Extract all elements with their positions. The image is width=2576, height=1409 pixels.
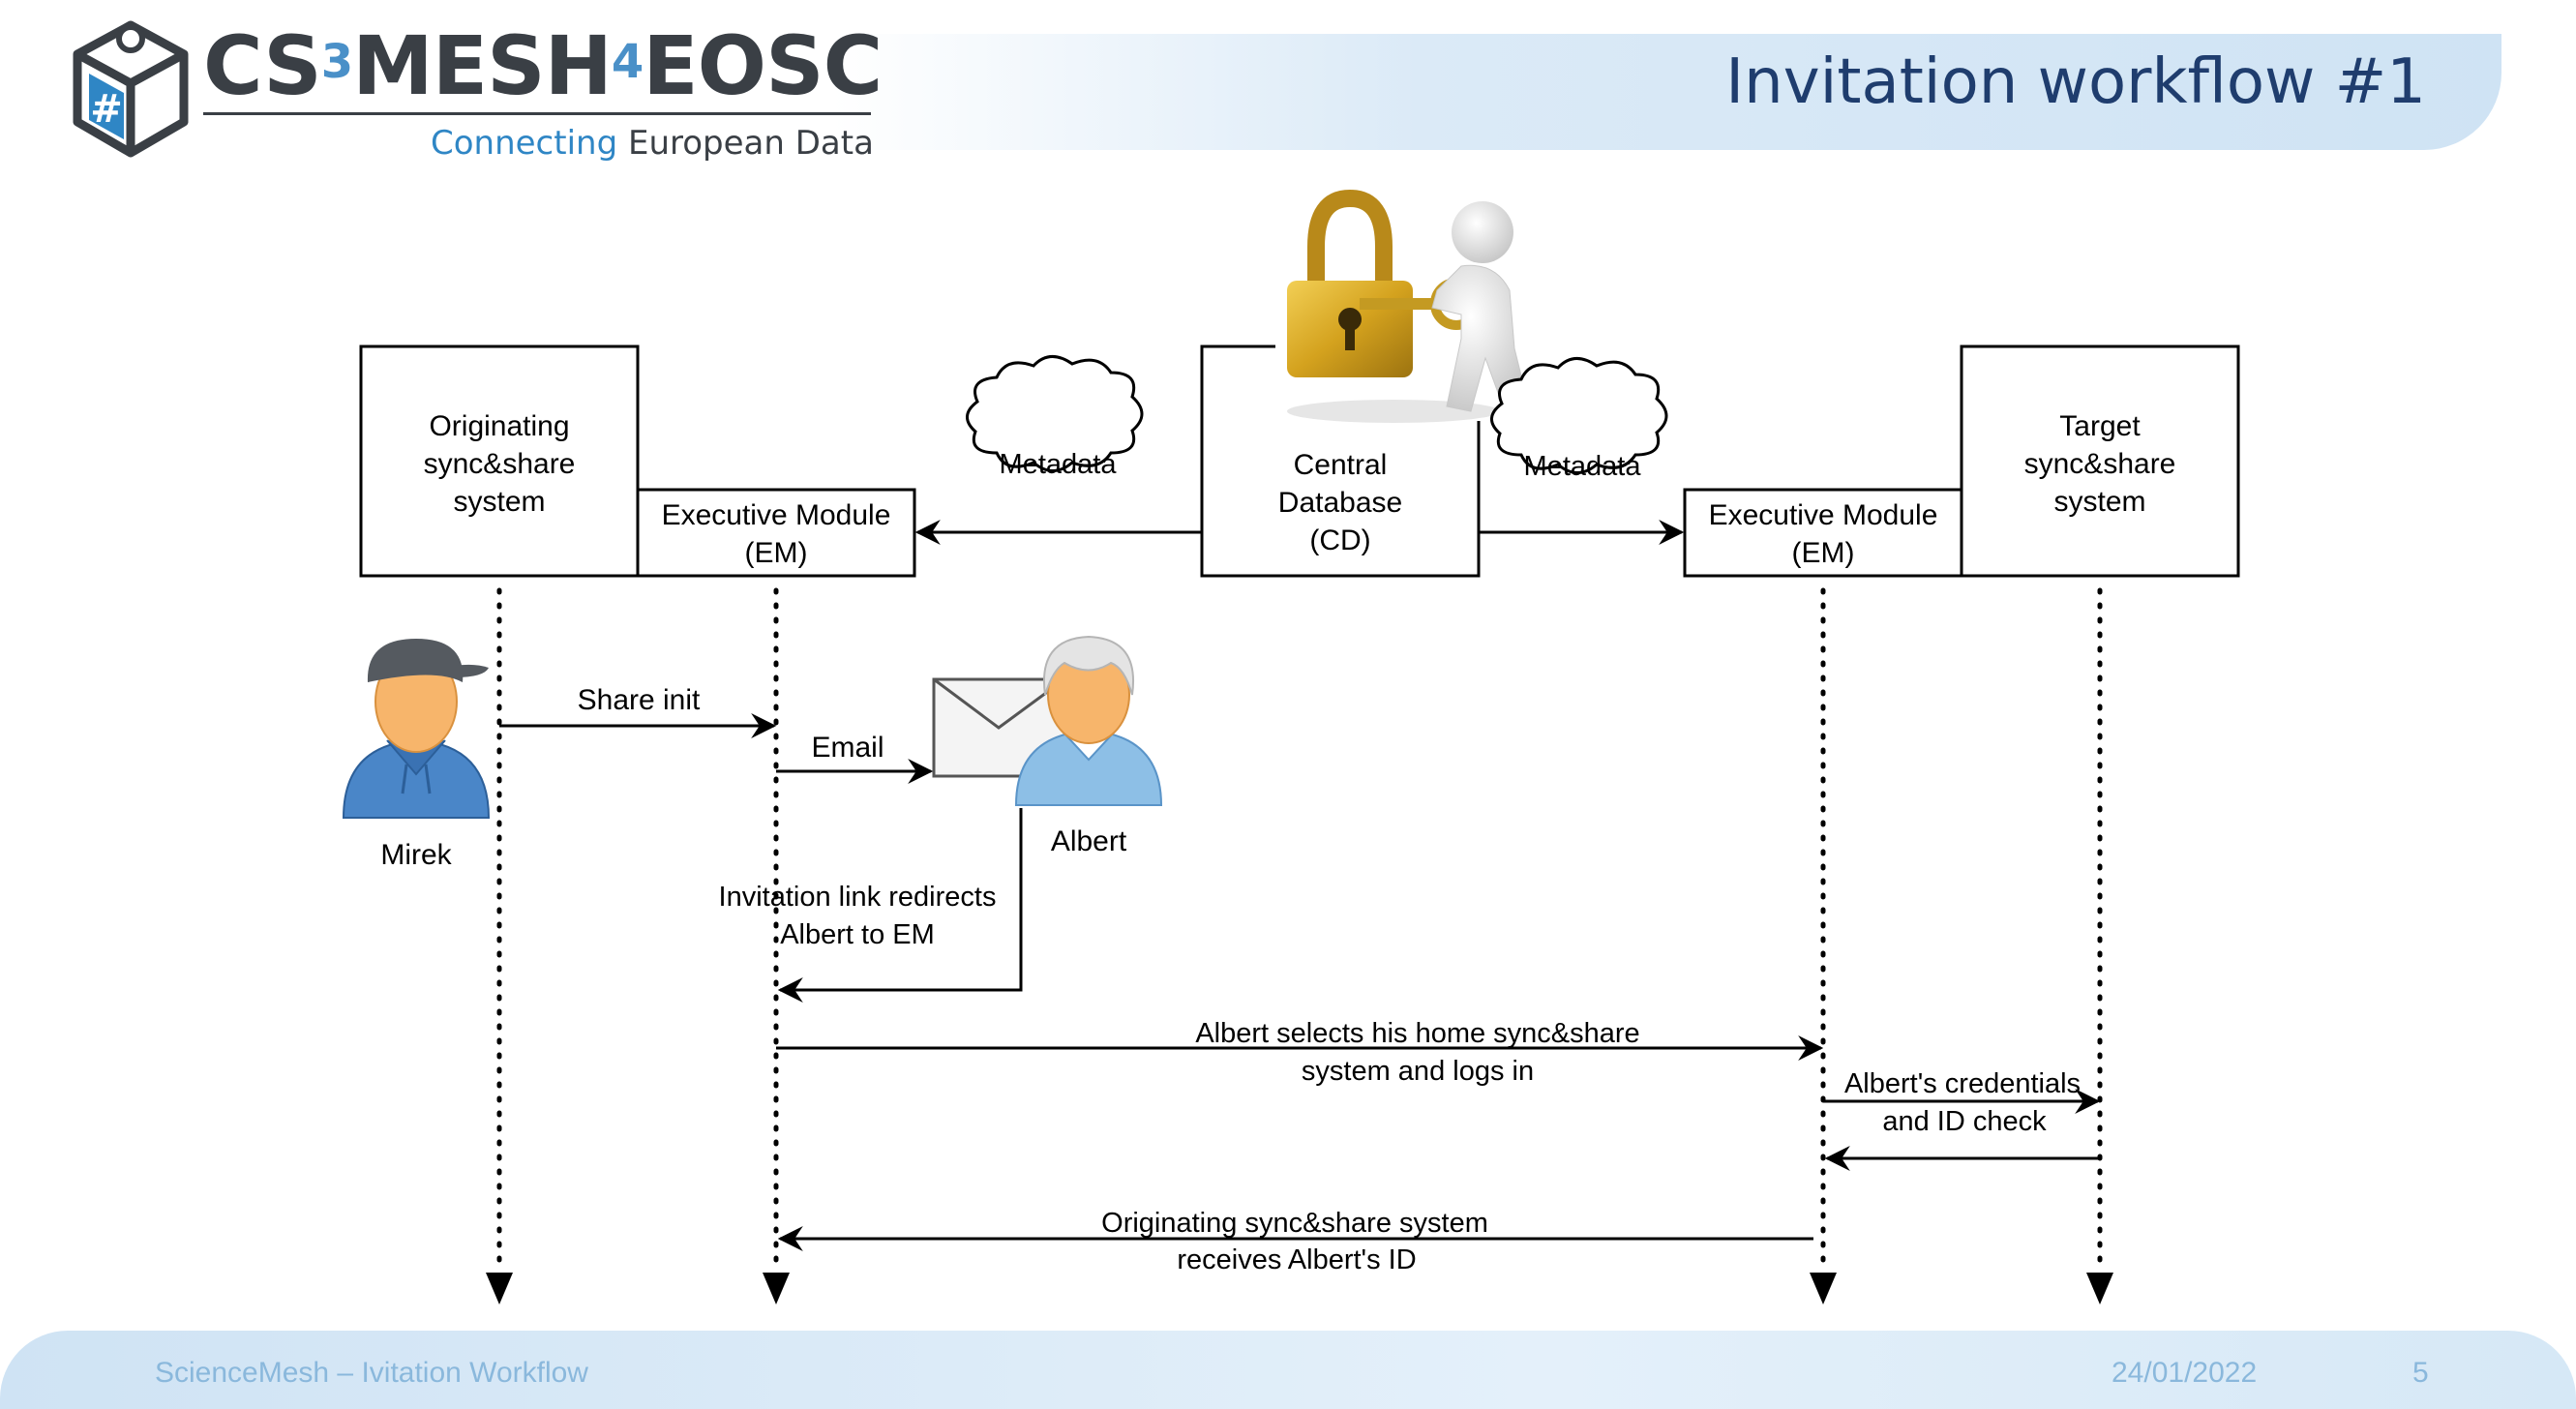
central-db-label-1: Central (1294, 449, 1388, 481)
footer-date: 24/01/2022 (2112, 1357, 2258, 1389)
logo-title: CS3MESH4EOSC (203, 18, 883, 113)
originating-system-label-3: system (453, 486, 545, 518)
select-system-label-2: system and logs in (1302, 1056, 1534, 1087)
footer-page-number: 5 (2412, 1357, 2429, 1389)
albert-label: Albert (1051, 825, 1127, 857)
logo-cube-icon: # (73, 20, 189, 158)
receives-id-label-2: receives Albert's ID (1177, 1244, 1416, 1275)
em-right-label-2: (EM) (1792, 537, 1855, 569)
em-left-box: Executive Module (EM) (636, 488, 916, 578)
target-system-label-2: sync&share (2024, 448, 2176, 480)
target-system-label-1: Target (2059, 410, 2141, 442)
logo-subtitle: Connecting European Data (431, 124, 874, 163)
metadata-cloud-left: Metadata (966, 355, 1144, 480)
em-left-label-2: (EM) (745, 537, 808, 569)
footer-left-text: ScienceMesh – Ivitation Workflow (155, 1357, 588, 1389)
metadata-cloud-right: Metadata (1490, 357, 1668, 482)
invitation-label-1: Invitation link redirects (719, 882, 997, 913)
slide-title: Invitation workflow #1 (1725, 46, 2426, 118)
central-db-label-2: Database (1278, 487, 1402, 519)
em-right-label-1: Executive Module (1709, 499, 1938, 531)
em-left-label-1: Executive Module (662, 499, 891, 531)
mirek-label: Mirek (380, 839, 452, 871)
originating-system-box: Originating sync&share system (359, 345, 640, 578)
albert-avatar (1014, 635, 1163, 806)
metadata-right-label: Metadata (1524, 451, 1642, 482)
invitation-link-arrow (777, 808, 1023, 1003)
receives-id-label-1: Originating sync&share system (1101, 1208, 1488, 1239)
credentials-label-2: and ID check (1882, 1106, 2047, 1137)
logo-underline (203, 112, 871, 115)
svg-text:#: # (90, 87, 123, 132)
lifeline-arrowheads (486, 1273, 2113, 1304)
share-init-label: Share init (578, 684, 701, 716)
originating-system-label-1: Originating (429, 410, 569, 442)
target-system-box: Target sync&share system (1960, 345, 2240, 578)
logo: # CS3MESH4EOSC Connecting European Data (68, 17, 883, 172)
target-system-label-3: system (2053, 486, 2145, 518)
originating-system-label-2: sync&share (424, 448, 576, 480)
invitation-label-2: Albert to EM (780, 919, 935, 950)
metadata-left-label: Metadata (1000, 449, 1118, 480)
footer-band (0, 1331, 2576, 1409)
credentials-label-1: Albert's credentials (1844, 1068, 2081, 1099)
em-right-box: Executive Module (EM) (1683, 488, 1963, 578)
lifelines (496, 587, 2103, 1275)
mirek-avatar (342, 639, 491, 819)
email-label: Email (811, 732, 884, 764)
header-band (832, 34, 2501, 150)
lock-key-figure-icon (1275, 189, 1537, 423)
central-db-label-3: (CD) (1309, 525, 1370, 556)
select-system-label-1: Albert selects his home sync&share (1195, 1018, 1639, 1049)
